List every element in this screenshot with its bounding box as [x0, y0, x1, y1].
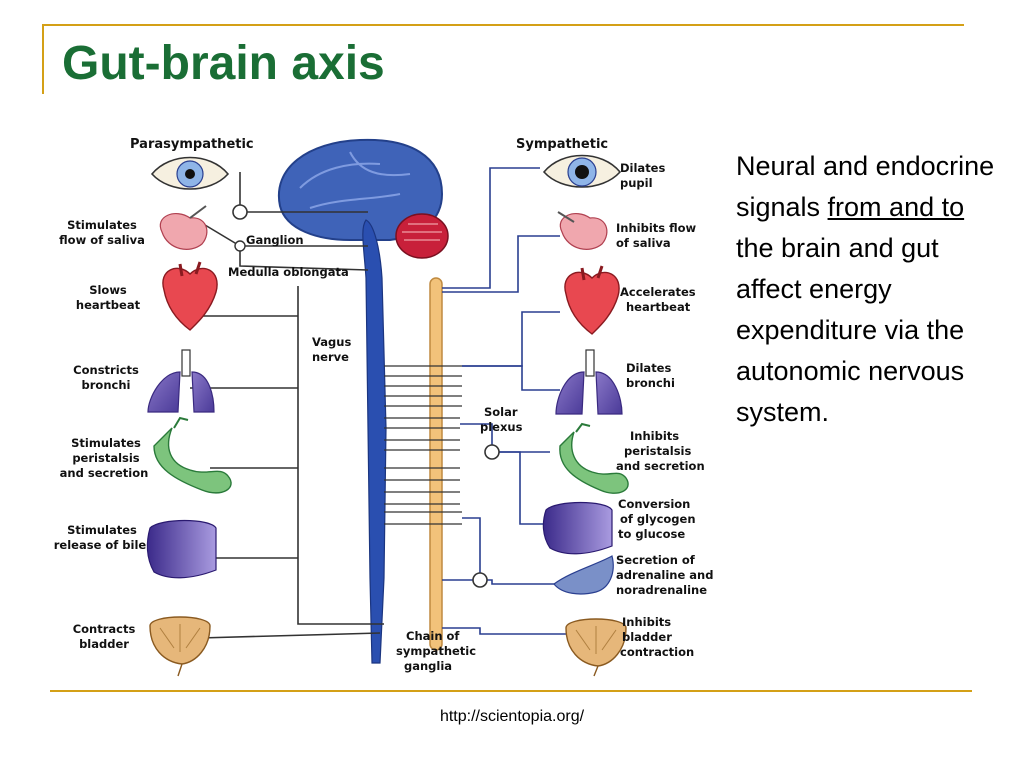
- ganglion-marker: [232, 204, 248, 220]
- bladder-right-icon: [565, 618, 627, 677]
- heart-left-icon: [162, 261, 218, 331]
- body-text: Neural and endocrine signals from and to…: [736, 146, 996, 433]
- medulla-label: Medulla oblongata: [228, 265, 349, 279]
- heart-right-icon: [564, 265, 620, 335]
- left-label-heart-2: heartbeat: [76, 298, 141, 312]
- left-label-heart-1: Slows: [89, 283, 127, 297]
- ganglion-marker-2: [234, 240, 246, 252]
- right-label-bladder-3: contraction: [620, 645, 694, 659]
- title-accent-vertical: [42, 24, 44, 94]
- left-label-bladder-2: bladder: [79, 637, 129, 651]
- lungs-right-icon: [555, 349, 623, 415]
- right-label-adrenaline-2: adrenaline and: [616, 568, 713, 582]
- left-label-stomach-3: and secretion: [60, 466, 149, 480]
- left-label-saliva-1: Stimulates: [67, 218, 137, 232]
- right-label-pupil-2: pupil: [620, 176, 653, 190]
- right-label-glycogen-1: Conversion: [618, 497, 690, 511]
- left-label-stomach-1: Stimulates: [71, 436, 141, 450]
- vagus-label-line1: Vagus: [312, 335, 351, 349]
- body-text-part2: the brain and gut affect energy expendit…: [736, 233, 965, 427]
- left-label-bile-1: Stimulates: [67, 523, 137, 537]
- right-label-stomach-2: peristalsis: [624, 444, 691, 458]
- ganglion-label: Ganglion: [246, 233, 304, 247]
- chain-label-line3: ganglia: [404, 659, 452, 673]
- right-label-saliva-1: Inhibits flow: [616, 221, 697, 235]
- sympathetic-header: Sympathetic: [516, 137, 608, 152]
- right-label-adrenaline-3: noradrenaline: [616, 583, 707, 597]
- right-label-bladder-2: bladder: [622, 630, 672, 644]
- right-label-pupil-1: Dilates: [620, 161, 665, 175]
- left-label-bladder-1: Contracts: [73, 622, 136, 636]
- lungs-left-icon: [147, 349, 215, 413]
- right-label-stomach-3: and secretion: [616, 459, 705, 473]
- solar-plexus-label-line2: plexus: [480, 420, 523, 434]
- liver-right-icon: [542, 501, 613, 555]
- bottom-divider: [50, 690, 972, 692]
- left-label-bronchi-2: bronchi: [82, 378, 131, 392]
- right-label-bronchi-1: Dilates: [626, 361, 671, 375]
- chain-label-line2: sympathetic: [396, 644, 476, 658]
- right-label-glycogen-3: to glucose: [618, 527, 685, 541]
- left-label-bronchi-1: Constricts: [73, 363, 139, 377]
- stomach-right-icon: [559, 422, 629, 494]
- parasympathetic-header: Parasympathetic: [130, 137, 254, 152]
- right-label-bronchi-2: bronchi: [626, 376, 675, 390]
- sympathetic-nerves: [442, 167, 570, 635]
- chain-label-line1: Chain of: [406, 629, 460, 643]
- vagus-label-line2: nerve: [312, 350, 349, 364]
- sympathetic-chain: [429, 277, 443, 651]
- solar-plexus-marker: [484, 444, 500, 460]
- parasympathetic-nerves: [190, 172, 384, 639]
- right-label-saliva-2: of saliva: [616, 236, 671, 250]
- adrenal-gland-icon: [553, 555, 614, 595]
- cord-chain-connectors: [384, 365, 462, 525]
- bladder-left-icon: [149, 616, 211, 677]
- brain-illustration: [277, 138, 449, 259]
- right-label-glycogen-2: of glycogen: [620, 512, 696, 526]
- eye-left-icon: [150, 156, 230, 190]
- liver-left-icon: [146, 519, 217, 579]
- salivary-gland-right-icon: [557, 211, 608, 250]
- eye-right-icon: [542, 154, 622, 188]
- chain-ganglion-marker: [472, 572, 488, 588]
- solar-plexus-label-line1: Solar: [484, 405, 518, 419]
- left-label-saliva-2: flow of saliva: [59, 233, 145, 247]
- left-label-bile-2: release of bile: [54, 538, 147, 552]
- autonomic-nervous-system-diagram: Parasympathetic Sympathetic Ganglion Med…: [50, 128, 725, 680]
- left-label-stomach-2: peristalsis: [72, 451, 139, 465]
- body-text-underlined: from and to: [827, 192, 965, 222]
- right-label-stomach-1: Inhibits: [630, 429, 679, 443]
- stomach-left-icon: [153, 416, 232, 494]
- body-text-part1: Neural and endocrine signals: [736, 151, 995, 222]
- salivary-gland-left-icon: [159, 205, 208, 250]
- page-title: Gut-brain axis: [62, 37, 385, 90]
- right-label-heart-2: heartbeat: [626, 300, 691, 314]
- diagram-svg: Parasympathetic Sympathetic Ganglion Med…: [54, 137, 713, 677]
- title-accent-horizontal: [42, 24, 964, 26]
- right-label-bladder-1: Inhibits: [622, 615, 671, 629]
- source-link[interactable]: http://scientopia.org/: [439, 708, 585, 725]
- spinal-cord: [362, 219, 387, 664]
- right-label-heart-1: Accelerates: [620, 285, 696, 299]
- right-label-adrenaline-1: Secretion of: [616, 553, 696, 567]
